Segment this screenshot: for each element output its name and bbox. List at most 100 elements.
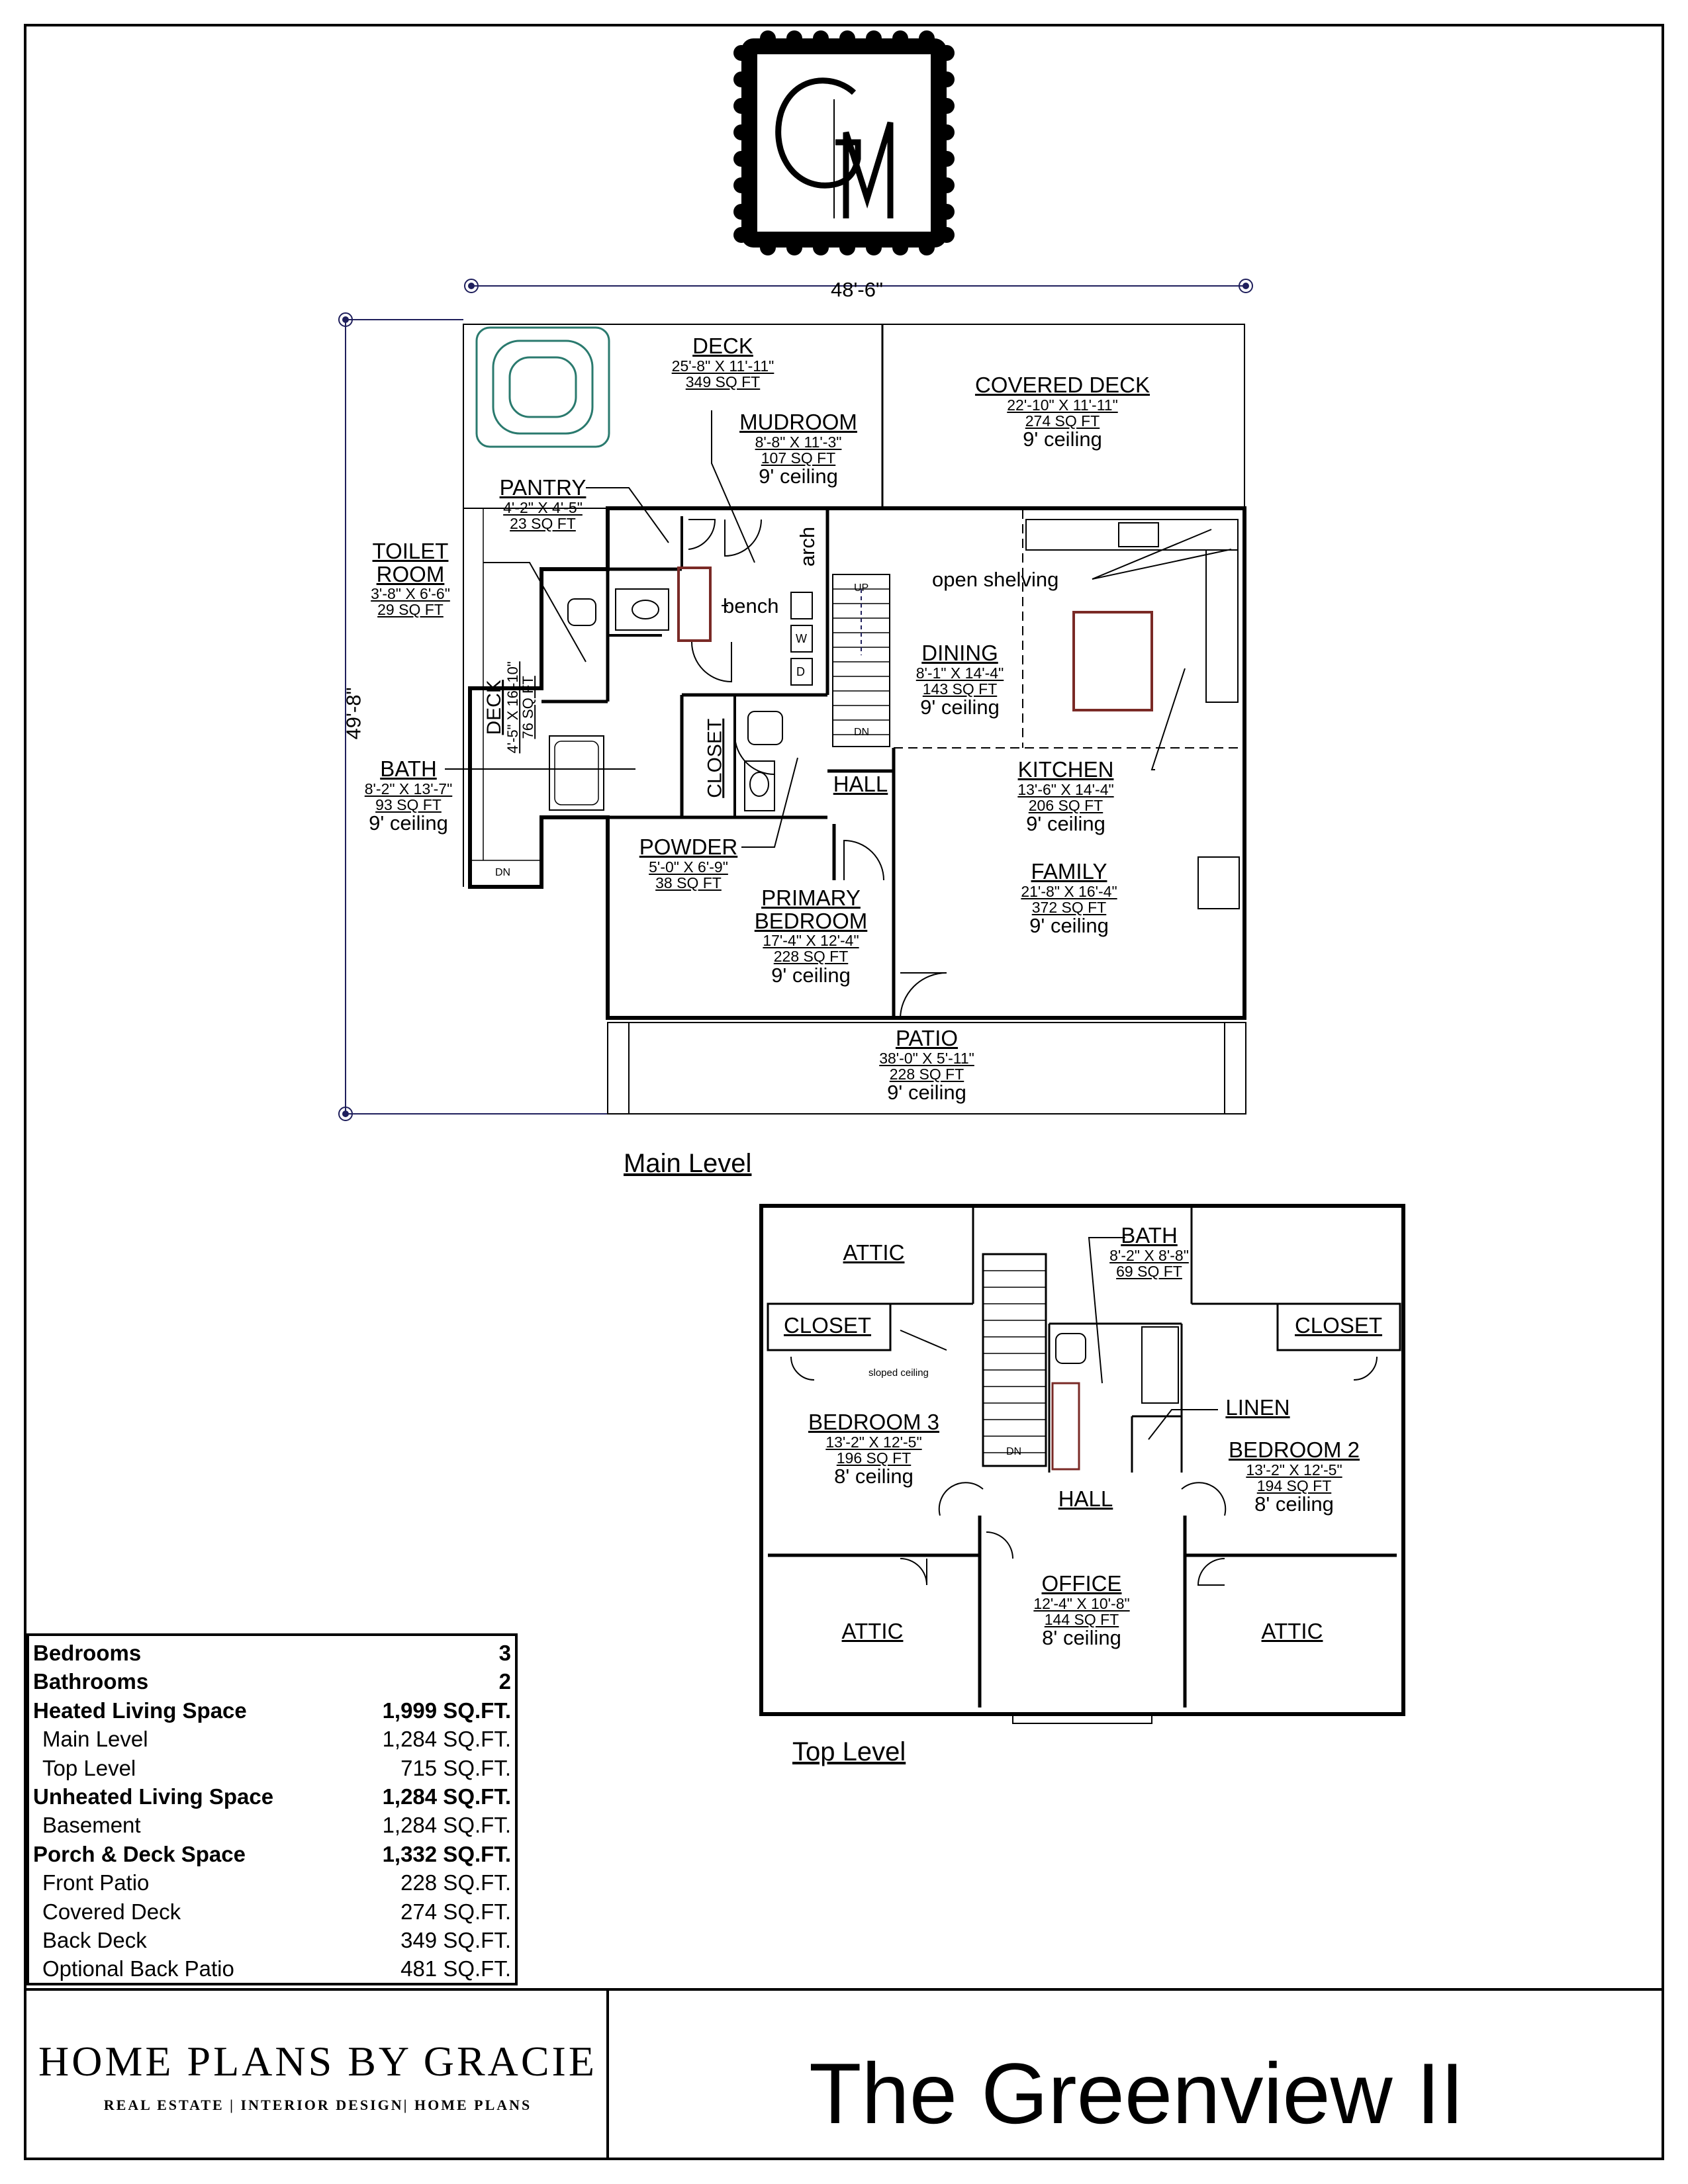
room-name-line1: TOILET <box>372 539 449 563</box>
room-label-mudroom: MUDROOM 8'-8" X 11'-3" 107 SQ FT 9' ceil… <box>739 410 857 487</box>
room-label-hall: HALL <box>833 772 888 796</box>
room-dims: 12'-4" X 10'-8" <box>1033 1594 1130 1612</box>
top-level-title: Top Level <box>792 1737 906 1766</box>
stat-value: 1,284 SQ.FT. <box>382 1727 511 1752</box>
room-dims: 13'-6" X 14'-4" <box>1017 780 1114 798</box>
stat-value: 715 SQ.FT. <box>400 1755 511 1780</box>
brand-name: HOME PLANS BY GRACIE <box>38 2038 597 2085</box>
room-area: 144 SQ FT <box>1044 1610 1119 1628</box>
room-name: HALL <box>833 772 888 796</box>
room-name: ATTIC <box>843 1240 905 1265</box>
washer-note: W <box>796 632 807 645</box>
room-name: ATTIC <box>1261 1619 1323 1643</box>
stat-label: Covered Deck <box>42 1899 181 1924</box>
room-dims: 22'-10" X 11'-11" <box>1007 396 1118 414</box>
room-name: PATIO <box>895 1026 959 1050</box>
room-area: 372 SQ FT <box>1031 898 1107 916</box>
stat-label: Top Level <box>42 1755 136 1780</box>
room-label-deck: DECK 25'-8" X 11'-11" 349 SQ FT <box>671 334 774 390</box>
room-name: MUDROOM <box>739 410 857 434</box>
room-label-pantry: PANTRY 4'-2" X 4'-5" 23 SQ FT <box>499 475 586 532</box>
stat-value: 1,999 SQ.FT. <box>382 1698 511 1723</box>
room-dims: 8'-2" X 13'-7" <box>364 780 453 797</box>
width-dimension-label: 48'-6" <box>831 278 883 301</box>
room-name: POWDER <box>639 835 738 859</box>
room-label-top-bath: BATH 8'-2" X 8'-8" 69 SQ FT <box>1109 1224 1189 1279</box>
stat-label: Back Deck <box>42 1927 147 1952</box>
room-ceiling: 9' ceiling <box>920 695 1000 719</box>
room-label-linen: LINEN <box>1225 1396 1289 1420</box>
dryer-note: D <box>796 665 805 678</box>
room-dims: 8'-2" X 8'-8" <box>1109 1246 1189 1264</box>
room-dims: 13'-2" X 12'-5" <box>825 1433 922 1451</box>
room-area: 143 SQ FT <box>922 680 998 698</box>
top-level-walls <box>759 1204 1405 1724</box>
room-name-line2: BEDROOM <box>754 908 868 933</box>
room-name: CLOSET <box>704 718 726 798</box>
room-ceiling: 9' ceiling <box>369 811 448 835</box>
room-label-closet-left: CLOSET <box>784 1314 871 1338</box>
room-label-covered-deck: COVERED DECK 22'-10" X 11'-11" 274 SQ FT… <box>975 373 1150 451</box>
main-level-dimension-lines <box>338 279 1253 1121</box>
stat-label: Unheated Living Space <box>33 1784 274 1809</box>
room-label-dining: DINING 8'-1" X 14'-4" 143 SQ FT 9' ceili… <box>916 641 1004 719</box>
room-label-kitchen: KITCHEN 13'-6" X 14'-4" 206 SQ FT 9' cei… <box>1017 758 1113 835</box>
room-name: ATTIC <box>841 1619 904 1643</box>
room-dims: 25'-8" X 11'-11" <box>671 357 774 375</box>
room-dims: 38'-0" X 5'-11" <box>879 1049 974 1067</box>
room-dims: 5'-0" X 6'-9" <box>649 858 728 876</box>
main-level-walls <box>463 324 1246 1115</box>
room-label-attic-left: ATTIC <box>841 1619 904 1643</box>
room-name: BATH <box>380 756 437 781</box>
room-ceiling: 9' ceiling <box>1026 811 1105 835</box>
room-label-top-hall: HALL <box>1058 1487 1113 1511</box>
room-area: 274 SQ FT <box>1025 412 1100 430</box>
room-name: PANTRY <box>499 475 586 500</box>
stat-value: 1,284 SQ.FT. <box>382 1784 511 1809</box>
room-ceiling: 9' ceiling <box>1023 427 1102 451</box>
room-area: 107 SQ FT <box>761 449 836 467</box>
stat-value: 274 SQ.FT. <box>400 1899 511 1924</box>
room-area: 23 SQ FT <box>510 514 576 532</box>
main-level-title: Main Level <box>624 1149 752 1178</box>
room-name: DECK <box>692 334 753 358</box>
room-name: OFFICE <box>1041 1571 1122 1596</box>
stat-label: Bedrooms <box>33 1641 142 1665</box>
room-label-office: OFFICE 12'-4" X 10'-8" 144 SQ FT 8' ceil… <box>1033 1572 1129 1649</box>
room-area: 76 SQ FT <box>519 676 536 739</box>
plan-name: The Greenview II <box>809 2045 1464 2142</box>
room-ceiling: 9' ceiling <box>1029 913 1109 937</box>
room-name-line2: ROOM <box>376 561 445 586</box>
stat-row: Back Deck 349 SQ.FT. <box>33 1926 511 1954</box>
stat-value: 228 SQ.FT. <box>400 1870 511 1895</box>
stat-row: Unheated Living Space 1,284 SQ.FT. <box>33 1782 511 1811</box>
room-area: 196 SQ FT <box>836 1449 912 1467</box>
room-name: CLOSET <box>783 1313 872 1338</box>
top-stair-down-note: DN <box>1006 1446 1022 1457</box>
room-ceiling: 8' ceiling <box>1254 1492 1334 1516</box>
room-area: 38 SQ FT <box>655 874 722 891</box>
stat-label: Main Level <box>42 1727 148 1752</box>
room-dims: 3'-8" X 6'-6" <box>371 585 450 603</box>
room-name: LINEN <box>1225 1395 1290 1420</box>
stat-value: 349 SQ.FT. <box>400 1927 511 1952</box>
room-area: 206 SQ FT <box>1028 796 1103 814</box>
room-label-attic-top: ATTIC <box>843 1240 905 1265</box>
room-name: DECK <box>483 680 506 735</box>
room-area: 93 SQ FT <box>375 796 442 813</box>
stat-label: Optional Back Patio <box>42 1956 234 1981</box>
stat-label: Bathrooms <box>33 1669 149 1694</box>
room-label-powder: POWDER 5'-0" X 6'-9" 38 SQ FT <box>639 835 738 891</box>
stat-label: Heated Living Space <box>33 1698 247 1723</box>
stair-up-note: UP <box>854 582 869 594</box>
room-area: 228 SQ FT <box>889 1065 964 1083</box>
room-ceiling: 9' ceiling <box>771 963 851 987</box>
room-dims: 8'-8" X 11'-3" <box>755 433 842 451</box>
